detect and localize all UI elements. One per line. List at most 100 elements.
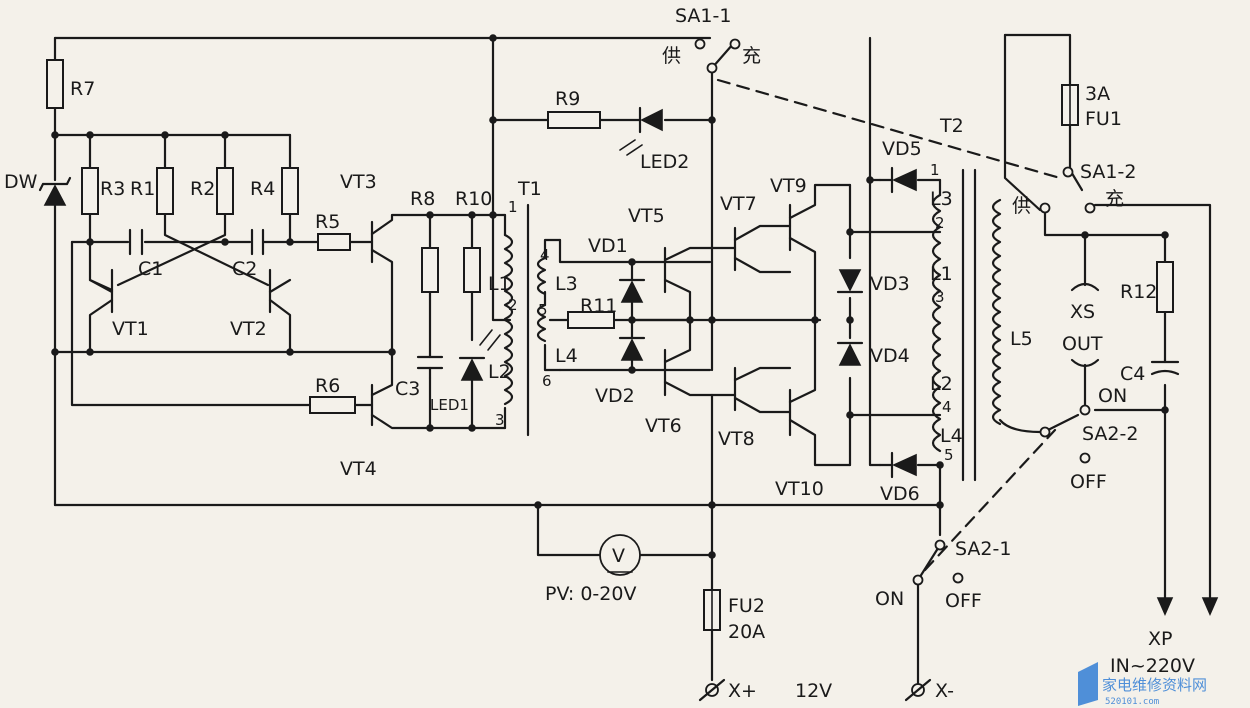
label-vt5: VT5 [628,205,665,227]
label-t2: T2 [939,115,964,137]
label-c3: C3 [395,378,420,400]
r1-resistor [156,167,174,215]
label-l3b: L3 [930,188,953,210]
r9-resistor [547,111,601,129]
label-l2a: L2 [488,361,511,383]
r5-resistor [317,233,351,251]
r11-resistor [567,311,615,329]
fuses [703,84,1079,631]
watermark-text: 家电维修资料网 [1102,676,1207,694]
label-chong2: 充 [1105,188,1124,210]
r6-resistor [309,396,356,414]
c3-capacitor [416,353,444,380]
vd1-diode [618,278,646,303]
label-t1: T1 [517,178,542,200]
label-fuse2: FU2 [728,595,765,617]
label-sa11: SA1-1 [675,5,731,27]
label-r9: R9 [555,88,580,110]
label-t1-pin5: 5 [538,301,548,319]
label-vt1: VT1 [112,318,149,340]
wires [53,33,1212,692]
label-sa22: SA2-2 [1082,423,1138,445]
label-vd4: VD4 [870,345,910,367]
label-t2-pin2: 2 [935,214,945,232]
label-c1: C1 [138,258,163,280]
junctions [51,34,1169,559]
label-out: OUT [1062,333,1103,355]
labels: R7 DW R3 R1 R2 R4 C1 C2 VT1 VT2 VT3 R5 R… [4,5,1195,702]
label-r1: R1 [130,178,155,200]
label-c2: C2 [232,258,257,280]
label-xs: XS [1070,301,1095,323]
t2-transformer [931,168,1002,482]
xp-arrow-left [1156,597,1174,616]
label-xminus: X- [935,680,954,702]
r12-resistor [1156,261,1174,313]
label-l1b: L1 [930,263,953,285]
label-xp: XP [1148,628,1172,650]
label-l2b: L2 [930,373,953,395]
voltmeter [599,534,641,576]
label-vd3: VD3 [870,273,910,295]
x-minus-terminal [904,678,932,702]
vd2-diode [618,336,646,361]
label-t2-pin1: 1 [930,161,940,179]
label-vd5: VD5 [882,138,922,160]
label-vt6: VT6 [645,415,682,437]
label-l4a: L4 [555,345,578,367]
label-vt9: VT9 [770,175,807,197]
label-on1: ON [875,588,904,610]
watermark-logo-icon [1078,662,1098,706]
xp-arrow-right [1201,597,1219,616]
r10-resistor [463,247,481,293]
label-vt2: VT2 [230,318,267,340]
label-vt3: VT3 [340,171,377,193]
r2-resistor [216,167,234,215]
label-gong1: 供 [662,45,681,67]
label-vd1: VD1 [588,235,628,257]
label-t1-pin3: 3 [495,411,505,429]
label-l3a: L3 [555,273,578,295]
c2-capacitor [250,228,265,256]
r8-resistor [421,247,439,293]
label-r3: R3 [100,178,125,200]
label-on2: ON [1098,385,1127,407]
label-r2: R2 [190,178,215,200]
resistors [46,59,1174,414]
watermark: 家电维修资料网 520101.com [1078,662,1207,707]
dw-zener-diode [38,176,72,206]
r3-resistor [81,167,99,215]
label-meter: V [612,545,625,567]
label-l1a: L1 [488,273,511,295]
label-t2-pin5: 5 [944,446,954,464]
label-r12: R12 [1120,281,1157,303]
label-sa12: SA1-2 [1080,161,1136,183]
c4-capacitor [1150,358,1180,376]
vd3-diode [836,269,864,294]
label-c4: C4 [1120,363,1145,385]
label-r4: R4 [250,178,275,200]
vd6-diode [878,451,917,479]
label-l4b: L4 [940,425,963,447]
label-fuse1b: FU1 [1085,108,1122,130]
label-meter-range: PV: 0-20V [545,583,636,605]
label-r11: R11 [580,295,617,317]
label-r8: R8 [410,188,435,210]
led2-diode [619,106,663,156]
label-12v: 12V [795,680,832,702]
label-gong2: 供 [1012,195,1031,217]
vd4-diode [836,341,864,366]
led1-diode [458,329,501,381]
label-r6: R6 [315,375,340,397]
label-t1-pin6: 6 [542,372,552,390]
watermark-url: 520101.com [1105,697,1159,707]
label-off1: OFF [945,590,982,612]
x-plus-terminal [698,678,726,702]
sa1-gang-link [716,78,1062,180]
label-l5: L5 [1010,328,1033,350]
label-in-voltage: IN~220V [1110,655,1195,677]
xs-outlet [1070,282,1100,368]
terminals [698,597,1219,702]
sa2-gang-link [923,428,1057,572]
